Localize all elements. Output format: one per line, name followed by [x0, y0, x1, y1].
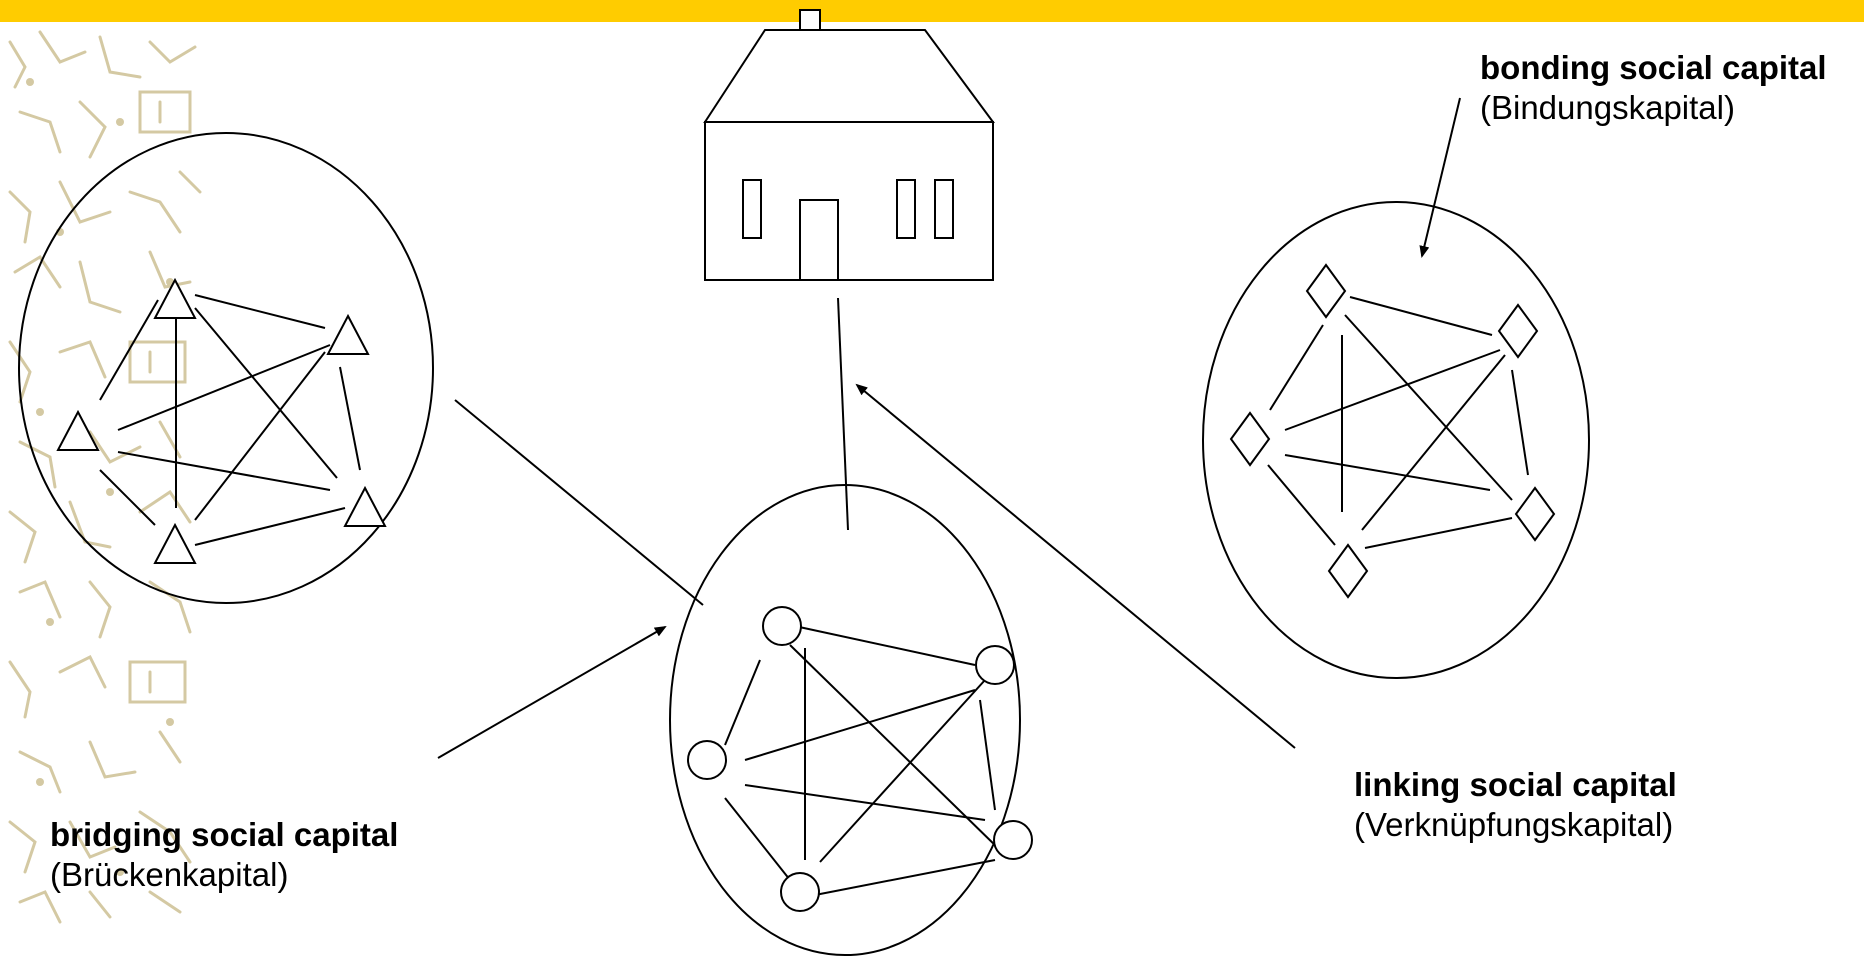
triangle-node — [343, 485, 387, 527]
triangle-node — [153, 522, 197, 564]
circle-node — [762, 606, 802, 646]
linking-label: linking social capital (Verknüpfungskapi… — [1354, 765, 1677, 845]
diamond-node — [1305, 263, 1347, 319]
linking-title: linking social capital — [1354, 766, 1677, 803]
bridging-title: bridging social capital — [50, 816, 399, 853]
bridging-arrow — [437, 626, 667, 759]
diamond-node — [1229, 411, 1271, 467]
circle-group — [669, 484, 1033, 956]
diamond-group — [1202, 201, 1590, 679]
triangle-node — [56, 409, 100, 451]
bridging-subtitle: (Brückenkapital) — [50, 856, 289, 893]
door-icon — [799, 199, 839, 281]
house-to-center-line — [837, 297, 849, 531]
bonding-title: bonding social capital — [1480, 49, 1827, 86]
triangle-group — [18, 132, 434, 604]
circle-node — [687, 740, 727, 780]
house-icon — [703, 9, 995, 281]
linking-subtitle: (Verknüpfungskapital) — [1354, 806, 1674, 843]
circle-node — [975, 645, 1015, 685]
circle-node — [780, 872, 820, 912]
top-accent-bar — [0, 0, 1864, 22]
left-to-center-line — [454, 399, 704, 606]
window-icon — [742, 179, 762, 239]
sidebar-decorative-pattern — [8, 30, 202, 924]
window-icon — [896, 179, 916, 239]
triangle-node — [326, 313, 370, 355]
bridging-label: bridging social capital (Brückenkapital) — [50, 815, 398, 895]
bonding-subtitle: (Bindungskapital) — [1480, 89, 1735, 126]
linking-arrow — [855, 383, 1296, 749]
triangle-node — [153, 277, 197, 319]
diamond-node — [1514, 486, 1556, 542]
bonding-label: bonding social capital (Bindungskapital) — [1480, 48, 1827, 128]
circle-node — [993, 820, 1033, 860]
bonding-arrow — [1419, 97, 1461, 258]
diamond-node — [1497, 303, 1539, 359]
diamond-node — [1327, 543, 1369, 599]
window-icon — [934, 179, 954, 239]
